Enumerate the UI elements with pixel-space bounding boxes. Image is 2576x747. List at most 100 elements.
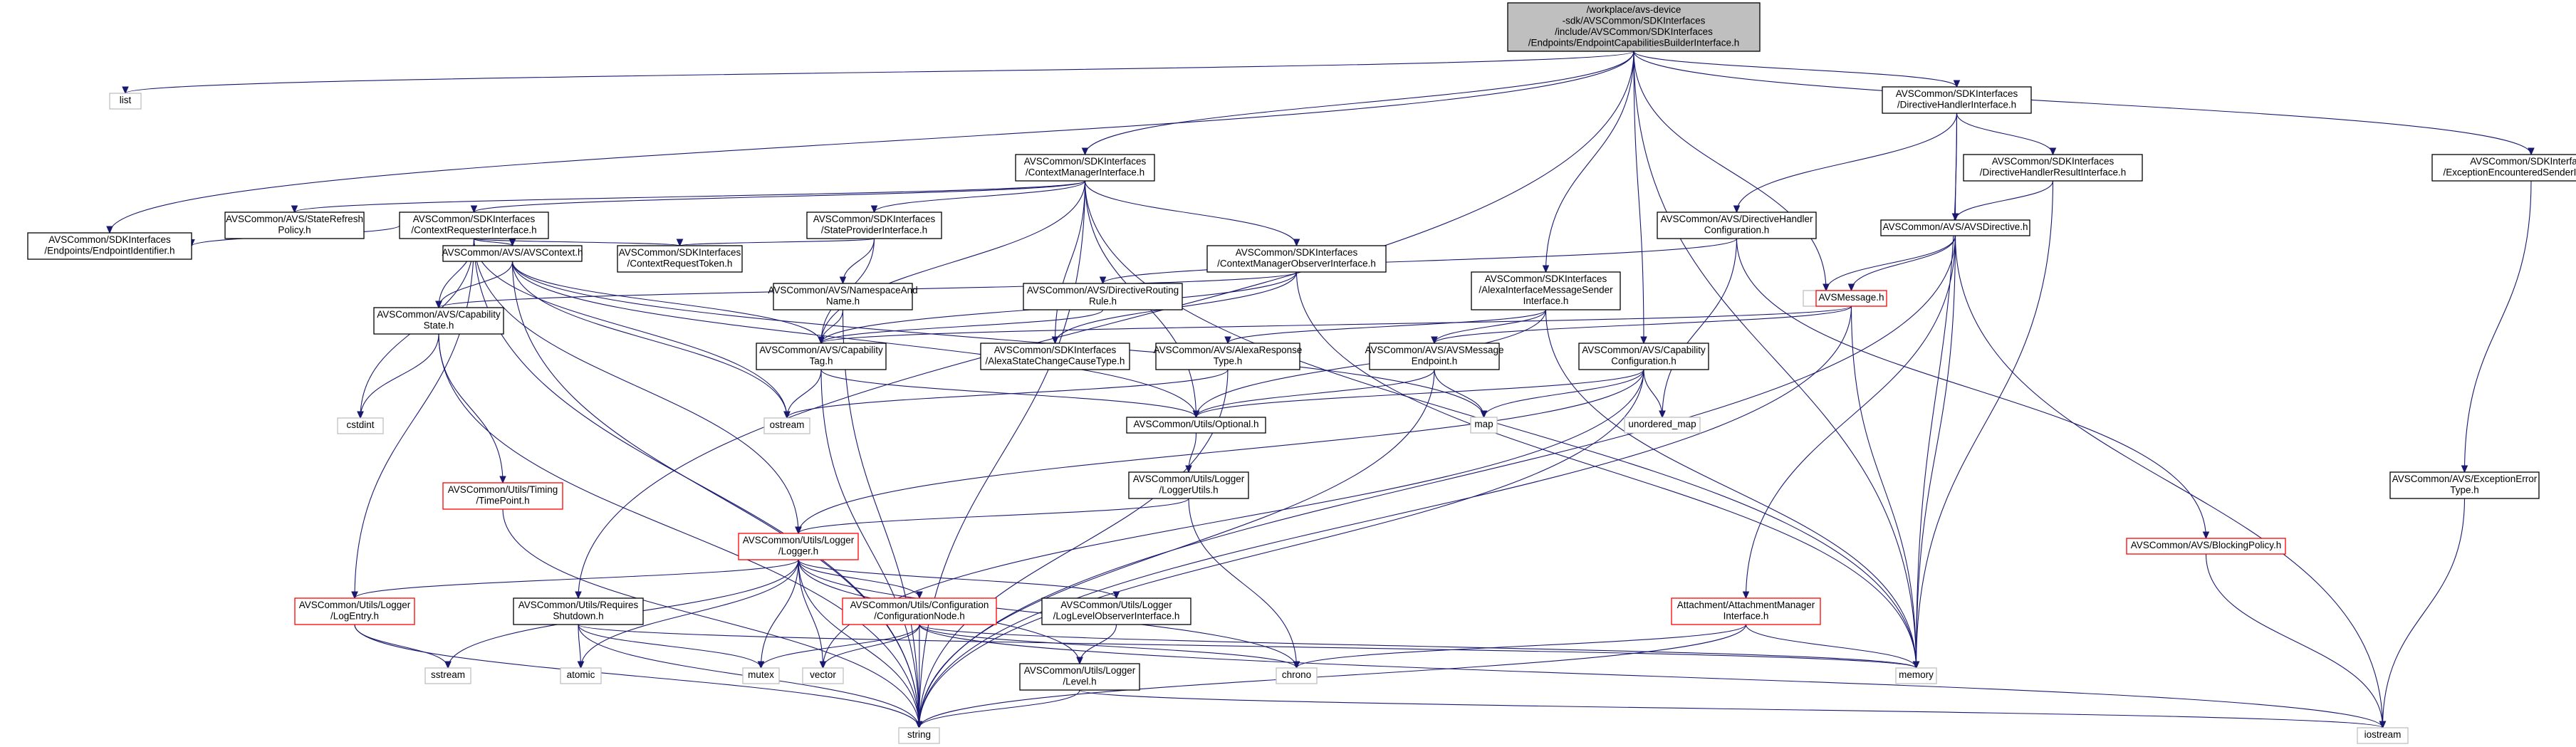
node-label: Shutdown.h (553, 611, 603, 622)
node-contextManagerObserver[interactable]: AVSCommon/SDKInterfaces/ContextManagerOb… (1206, 245, 1387, 273)
node-blockingPolicy[interactable]: AVSCommon/AVS/BlockingPolicy.h (2126, 538, 2286, 555)
node-endpointIdentifier[interactable]: AVSCommon/SDKInterfaces/Endpoints/Endpoi… (27, 232, 192, 260)
node-box (1815, 290, 1887, 307)
node-box (1023, 283, 1183, 310)
node-box (27, 232, 192, 260)
edge-avsDirective-to-attachmentManager (1742, 235, 1956, 600)
node-directiveHandler[interactable]: AVSCommon/SDKInterfaces/DirectiveHandler… (1882, 86, 2032, 114)
edge-avsMessage-to-avsMessageEndpoint (1431, 305, 1852, 345)
node-label: sstream (431, 669, 465, 680)
edge-avsContext-to-ostream (511, 261, 791, 419)
node-avsMessage[interactable]: AVSMessage.h (1815, 290, 1887, 307)
node-box (1895, 667, 1937, 684)
node-label: memory (1899, 669, 1934, 680)
node-logLevelObserver[interactable]: AVSCommon/Utils/Logger/LogLevelObserverI… (1041, 597, 1191, 625)
node-logger[interactable]: AVSCommon/Utils/Logger/Logger.h (738, 533, 859, 560)
node-iostream[interactable]: iostream (2357, 727, 2409, 744)
node-label: /Level.h (1063, 677, 1096, 687)
node-box (1880, 219, 2030, 236)
node-box (1578, 343, 1709, 370)
node-map[interactable]: map (1470, 417, 1498, 434)
node-vector[interactable]: vector (802, 667, 844, 684)
node-string[interactable]: string (898, 727, 940, 744)
edge-root-to-endpointIdentifier (106, 51, 1634, 234)
node-loggerUtils[interactable]: AVSCommon/Utils/Logger/LoggerUtils.h (1128, 471, 1249, 499)
node-label: AVSCommon/Utils/Logger (743, 535, 855, 545)
node-label: AVSCommon/AVS/AVSDirective.h (1882, 221, 2028, 232)
edge-requiresShutdown-to-mutex (578, 624, 765, 669)
node-alexaInterfaceSender[interactable]: AVSCommon/SDKInterfaces/AlexaInterfaceMe… (1471, 271, 1621, 310)
node-label: string (907, 729, 931, 740)
node-level[interactable]: AVSCommon/Utils/Logger/Level.h (1019, 663, 1140, 691)
node-label: /TimePoint.h (476, 496, 529, 506)
edge-alexaInterfaceSender-to-alexaResponseType (1224, 309, 1547, 345)
edge-root-to-requiresShutdown (575, 51, 1634, 600)
node-avsDirective[interactable]: AVSCommon/AVS/AVSDirective.h (1880, 219, 2030, 236)
node-atomic[interactable]: atomic (560, 667, 602, 684)
edge-root-to-exceptionSender (1633, 51, 2535, 156)
edge-root-to-alexaInterfaceSender (1542, 51, 1634, 273)
node-box (373, 307, 504, 335)
node-box (742, 667, 780, 684)
node-contextManager[interactable]: AVSCommon/SDKInterfaces/ContextManagerIn… (1015, 154, 1155, 182)
node-root[interactable]: /workplace/avs-device-sdk/AVSCommon/SDKI… (1507, 2, 1761, 52)
node-chrono[interactable]: chrono (1276, 667, 1318, 684)
node-memory[interactable]: memory (1895, 667, 1937, 684)
node-logEntry[interactable]: AVSCommon/Utils/Logger/LogEntry.h (294, 597, 415, 625)
node-unorderedMap[interactable]: unordered_map (1624, 417, 1701, 434)
edge-directiveHandlerResult-to-avsDirective (1951, 180, 2054, 221)
node-box (1507, 2, 1761, 52)
node-cstdint[interactable]: cstdint (337, 417, 384, 434)
node-optional[interactable]: AVSCommon/Utils/Optional.h (1126, 417, 1266, 434)
node-contextRequester[interactable]: AVSCommon/SDKInterfaces/ContextRequester… (399, 211, 549, 239)
node-box (806, 211, 942, 239)
node-exceptionSender[interactable]: AVSCommon/SDKInterfaces/ExceptionEncount… (2431, 154, 2576, 182)
node-label: ostream (770, 419, 805, 430)
node-contextRequestToken[interactable]: AVSCommon/SDKInterfaces/ContextRequestTo… (617, 245, 743, 273)
node-label: AVSCommon/AVS/DirectiveHandler (1660, 214, 1813, 224)
node-box (1126, 417, 1266, 434)
node-alexaStateChange[interactable]: AVSCommon/SDKInterfaces/AlexaStateChange… (980, 343, 1130, 370)
node-sstream[interactable]: sstream (424, 667, 471, 684)
node-directiveHandlerConfig[interactable]: AVSCommon/AVS/DirectiveHandlerConfigurat… (1657, 211, 1817, 239)
node-box (1155, 343, 1300, 370)
node-timePoint[interactable]: AVSCommon/Utils/Timing/TimePoint.h (442, 482, 563, 510)
node-label: AVSCommon/AVS/Capability (759, 345, 883, 355)
node-label: -sdk/AVSCommon/SDKInterfaces (1563, 16, 1706, 26)
node-label: AVSCommon/SDKInterfaces (2470, 156, 2576, 167)
node-box (1019, 663, 1140, 691)
node-label: iostream (2364, 729, 2402, 740)
node-avsContext[interactable]: AVSCommon/AVS/AVSContext.h (442, 245, 583, 262)
node-stateProvider[interactable]: AVSCommon/SDKInterfaces/StateProviderInt… (806, 211, 942, 239)
node-label: AVSCommon/AVS/NamespaceAnd (768, 285, 917, 296)
node-ostream[interactable]: ostream (763, 417, 810, 434)
node-label: map (1474, 419, 1493, 429)
node-label: unordered_map (1628, 419, 1696, 429)
node-label: Rule.h (1089, 296, 1117, 307)
node-box (2431, 154, 2576, 182)
edge-contextManager-to-string (915, 180, 1086, 729)
edge-exceptionSender-to-exceptionErrorType (2461, 180, 2532, 474)
node-mutex[interactable]: mutex (742, 667, 780, 684)
node-label: /workplace/avs-device (1587, 4, 1681, 15)
node-label: AVSCommon/Utils/Logger (299, 600, 411, 610)
node-configurationNode[interactable]: AVSCommon/Utils/Configuration/Configurat… (842, 597, 997, 625)
node-box (1471, 271, 1621, 310)
edge-capabilityState-to-cstdint (357, 333, 439, 419)
edge-directiveHandlerConfig-to-directiveRouting (1099, 238, 1738, 285)
node-list[interactable]: list (109, 93, 142, 110)
edge-stateProvider-to-namespaceAndName (839, 238, 875, 285)
edge-capabilityState-to-timePoint (438, 333, 506, 484)
node-directiveHandlerResult[interactable]: AVSCommon/SDKInterfaces/DirectiveHandler… (1963, 154, 2143, 182)
